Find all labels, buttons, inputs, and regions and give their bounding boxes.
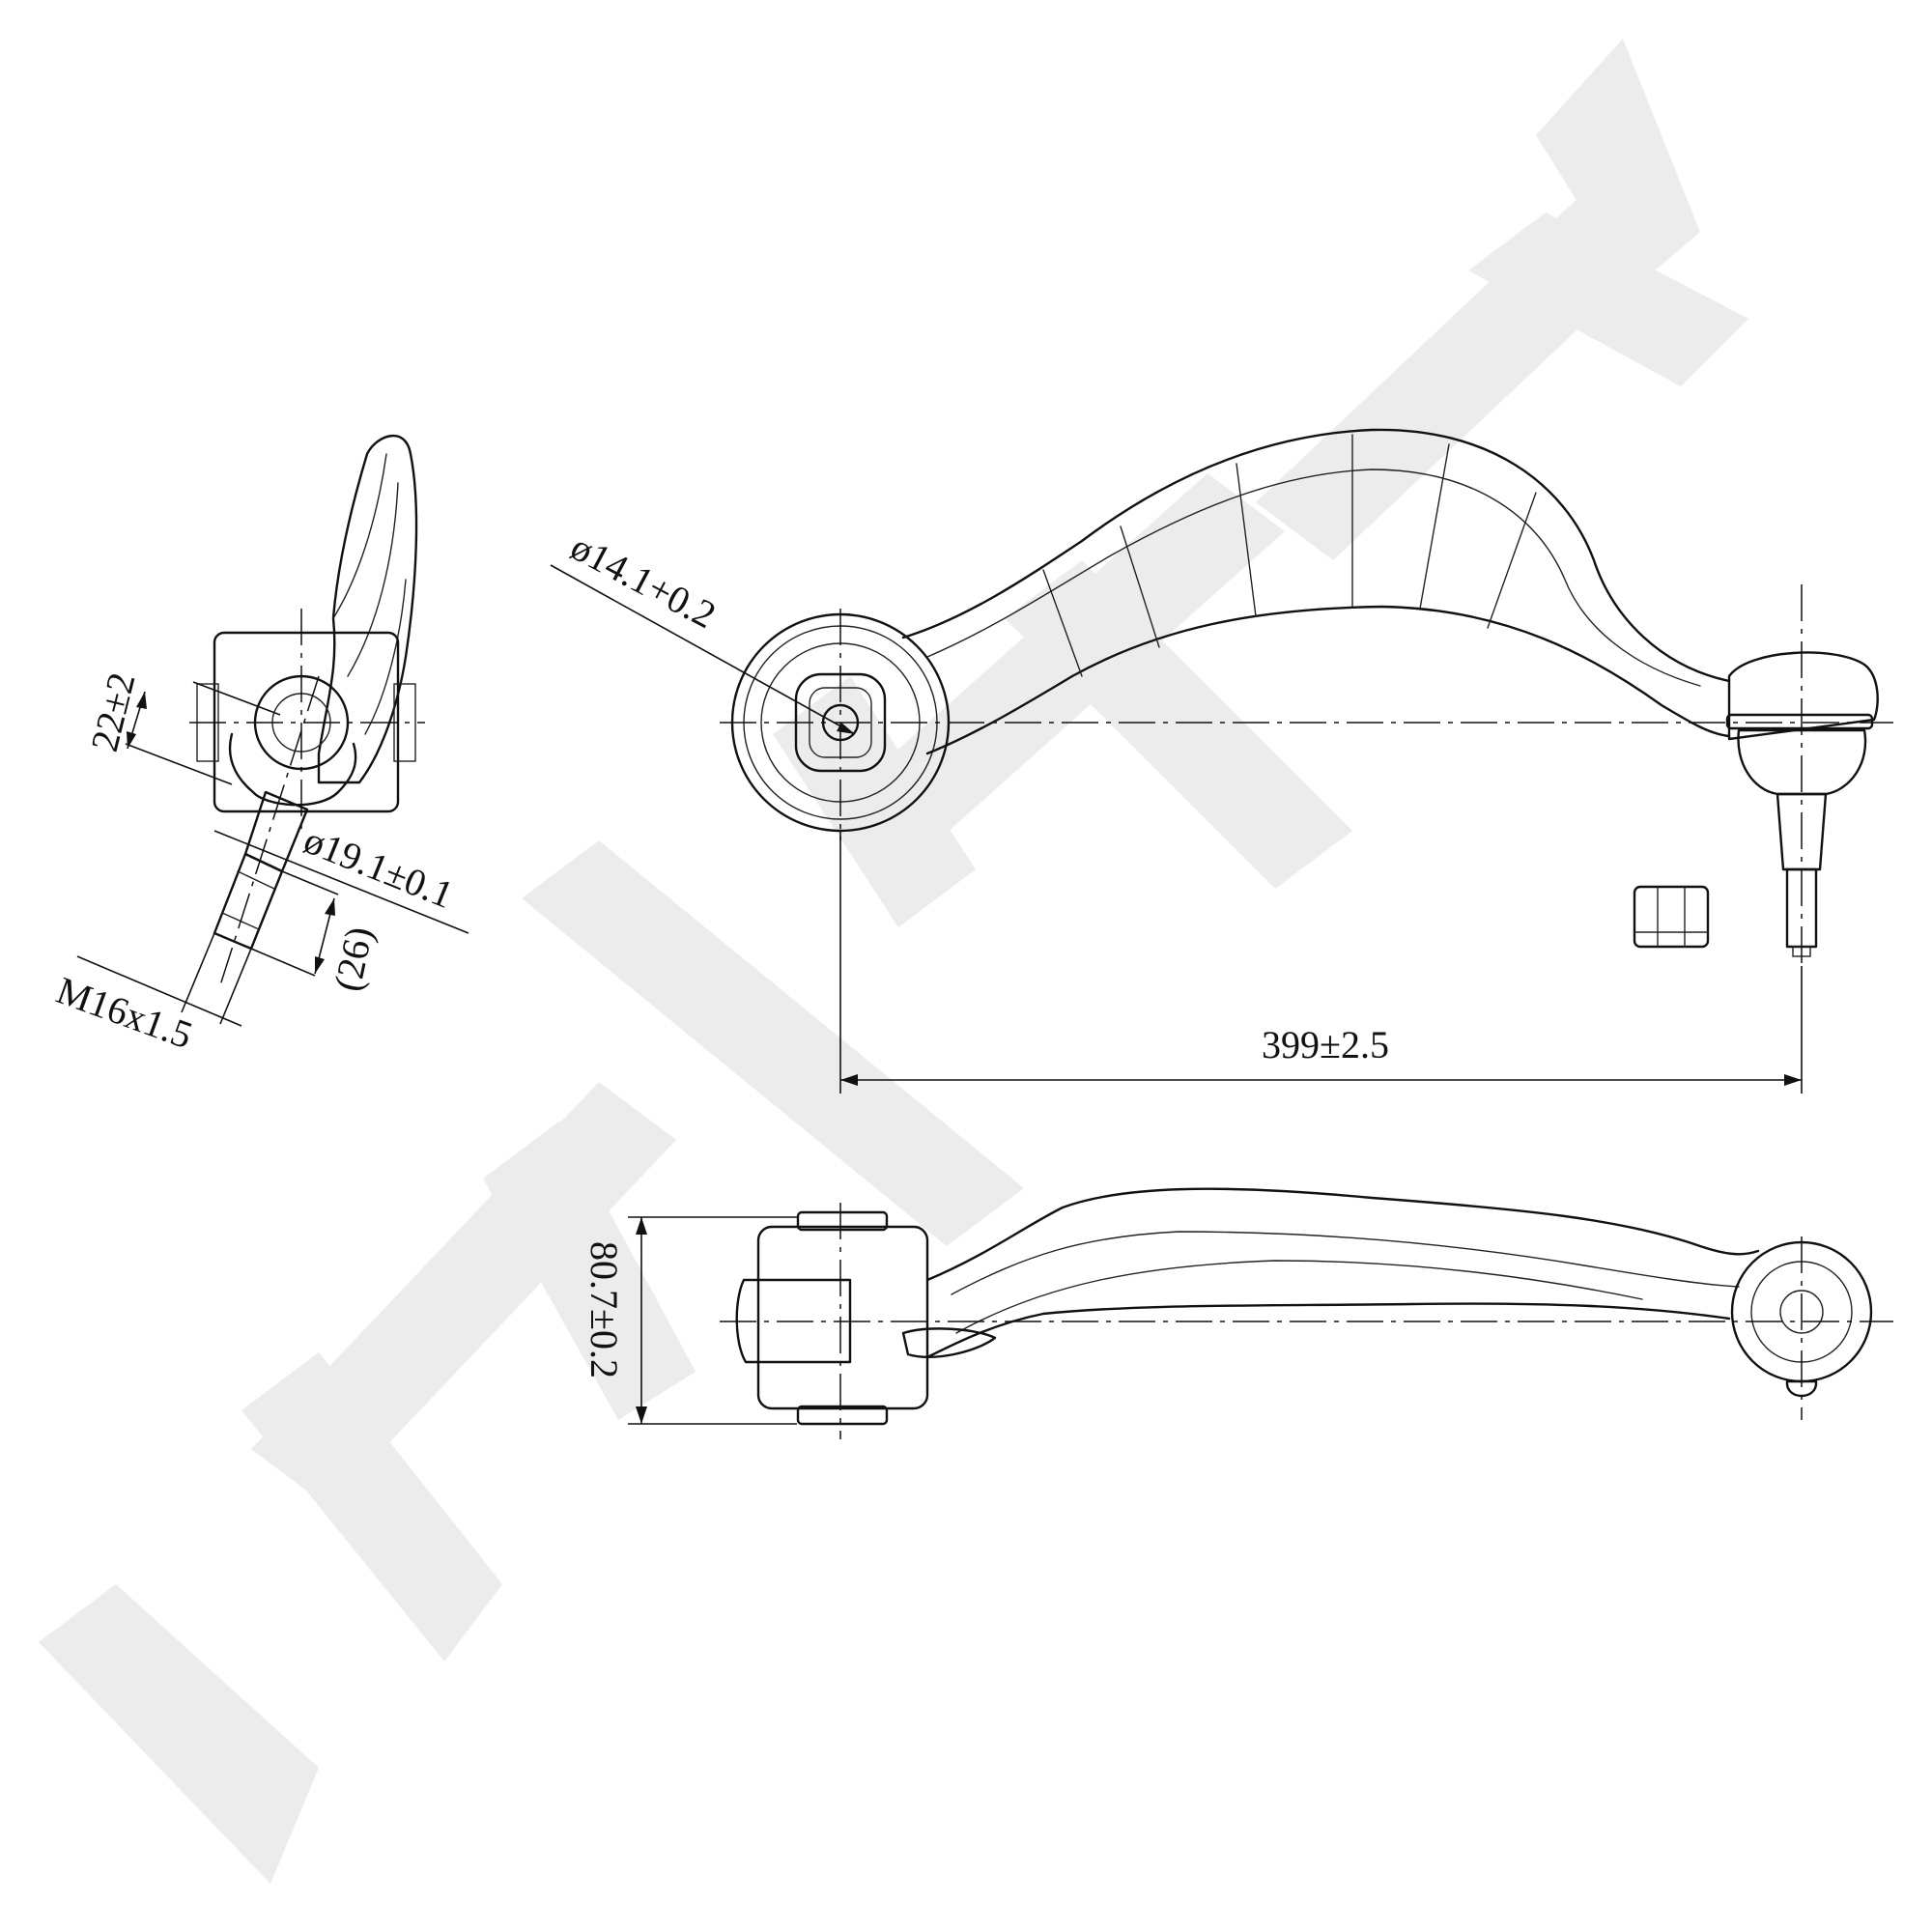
front-view-bushing-body [756, 1225, 929, 1410]
dim-bushing-width-label: 80.7±0.2 [582, 1241, 626, 1378]
front-view-arm-lower-edge [925, 1302, 1731, 1359]
side-view-thread-line-1 [237, 870, 275, 890]
front-view-bushing-bottom-cap [796, 1405, 889, 1426]
side-view-stud-thread [213, 852, 284, 951]
top-view-ball-joint-ring [1725, 713, 1874, 730]
dim-stud-leader [213, 830, 469, 934]
top-view-stud-taper [1776, 792, 1828, 871]
front-view-arm-upper-edge [925, 1187, 1760, 1282]
top-view-arm-inner-edge [926, 469, 1701, 687]
dim-thread-size-ext-1 [181, 932, 215, 1013]
top-view-arm-lower-edge [925, 605, 1731, 755]
watermark-stroke-1 [39, 1584, 319, 1884]
top-view-rib-1 [1042, 569, 1083, 677]
dim-stud-diameter-label: ø19.1±0.1 [298, 818, 460, 917]
top-view-rib-6 [1487, 492, 1537, 629]
dim-bore-leader [550, 564, 856, 735]
dim-bushing-bore-label: ø14.1+0.2 [564, 525, 724, 637]
top-view-arm-upper-edge [901, 428, 1731, 683]
side-view-arm-rib-3 [364, 579, 407, 735]
side-view [189, 435, 425, 986]
dim-thread-arrow-1 [325, 898, 335, 916]
watermark-stroke-4 [483, 1121, 696, 1420]
dim-taper-height-label: 22±2 [82, 668, 143, 755]
dim-width-arrow-bottom [636, 1406, 647, 1424]
dim-thread-arrow-2 [315, 956, 325, 974]
front-view-arm-inner-2 [955, 1260, 1643, 1334]
front-view-bushing-top-cap [796, 1210, 889, 1232]
watermark-stroke-10 [1468, 213, 1748, 386]
side-view-arm-rib-1 [332, 453, 387, 619]
dim-taper-ext-2 [125, 743, 233, 785]
front-view-ball-joint-inner [1779, 1290, 1824, 1334]
dim-thread-length-label: (26) [326, 923, 382, 995]
top-view [720, 428, 1893, 966]
side-view-arm-rib-2 [347, 482, 399, 677]
front-view [720, 1187, 1893, 1439]
top-view-rib-2 [1120, 526, 1160, 648]
watermark-stroke-11 [1536, 39, 1700, 290]
dim-taper-arrow-1 [136, 692, 147, 709]
front-view-arm-inner-1 [951, 1231, 1740, 1295]
dim-taper-ext-1 [192, 681, 281, 716]
dim-center-arrow-right [1784, 1074, 1802, 1086]
watermark-stroke-5 [522, 840, 1024, 1246]
dim-bore-arrow [837, 723, 855, 734]
watermark [39, 39, 1748, 1884]
dim-thread-size-ext-2 [219, 948, 252, 1025]
dim-center-arrow-left [840, 1074, 858, 1086]
side-view-stud-axis [219, 675, 320, 986]
top-view-nut [1633, 885, 1710, 949]
side-view-boot [228, 732, 357, 807]
top-view-ball-joint-housing [1727, 651, 1879, 741]
dim-thread-size-label: M16x1.5 [51, 968, 198, 1057]
front-view-bushing-sleeve [735, 1278, 852, 1364]
dim-center-distance-label: 399±2.5 [1262, 1023, 1389, 1066]
dim-thread-ext-2 [250, 948, 316, 977]
watermark-stroke-8 [1005, 560, 1352, 889]
dim-taper-arrow-2 [127, 731, 136, 749]
top-view-rib-3 [1236, 463, 1257, 617]
dim-width-arrow-top [636, 1217, 647, 1235]
dim-thread-size-line [76, 955, 242, 1027]
side-view-arm-body [317, 435, 418, 784]
top-view-rib-5 [1419, 443, 1450, 610]
front-view-mount-bracket [901, 1327, 997, 1358]
front-view-stud-tip [1785, 1379, 1818, 1398]
front-view-dimensions: 80.7±0.2 [582, 1216, 797, 1425]
dim-thread-ext-1 [281, 870, 339, 895]
